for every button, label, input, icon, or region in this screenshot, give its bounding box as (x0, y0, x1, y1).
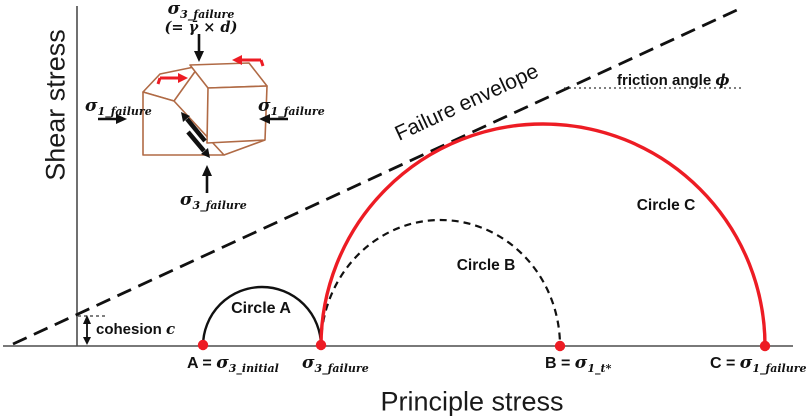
sigma3-top-arrow (194, 34, 204, 62)
cohesion-text: cohesion (96, 321, 167, 338)
inset-top-label: σ3_failure (= γ̄ × d) (165, 1, 238, 35)
point-dot-c (759, 340, 771, 352)
point-label-c: C = σ1_failure (710, 353, 807, 375)
c-symbol: c (166, 320, 176, 338)
point-dot-a (197, 339, 209, 351)
point-dot-sigma3-failure (315, 339, 327, 351)
mohr-circle-c (319, 122, 767, 347)
shear-arrow-left-block (156, 73, 188, 85)
point-label-sigma3-failure: σ3_failure (302, 353, 369, 375)
cohesion-arrow (78, 315, 107, 345)
inset-sigma1-left-label: σ1_failure (85, 96, 152, 118)
point-label-b: B = σ1_t* (545, 353, 612, 375)
fault-block-inset (98, 34, 288, 193)
phi-symbol: ϕ (715, 71, 730, 89)
right-block-top-face (189, 62, 268, 89)
cohesion-label: cohesion c (96, 320, 175, 338)
inset-sigma3-top: σ3_failure (167, 0, 235, 21)
inset-depth-formula: (= γ̄ × d) (164, 18, 238, 36)
failure-envelope-line (12, 8, 738, 346)
circle-a-label: Circle A (231, 300, 291, 317)
inset-sigma3-bottom-label: σ3_failure (180, 190, 247, 212)
mohr-circle-a (201, 285, 323, 347)
x-axis-label: Principle stress (380, 386, 564, 417)
shear-arrow-right-block (232, 55, 265, 67)
friction-angle-label: friction angle ϕ (617, 71, 729, 89)
point-dot-b (554, 340, 566, 352)
sigma1-right-arrow (259, 114, 288, 124)
sigma3-bottom-arrow (202, 165, 212, 193)
circle-c-label: Circle C (636, 197, 696, 214)
fault-slip-arrow-upper (181, 112, 207, 143)
fault-bottom-edge (223, 139, 266, 156)
point-label-a: A = σ3_initial (187, 353, 279, 375)
friction-angle-text: friction angle (617, 72, 716, 89)
sigma1-left-arrow (98, 114, 127, 124)
circle-b-label: Circle B (456, 257, 516, 274)
fault-slip-arrow-lower (186, 130, 210, 158)
y-axis-label: Shear stress (40, 29, 71, 181)
mohr-circle-b (319, 218, 562, 347)
inset-sigma1-right-label: σ1_failure (258, 96, 325, 118)
